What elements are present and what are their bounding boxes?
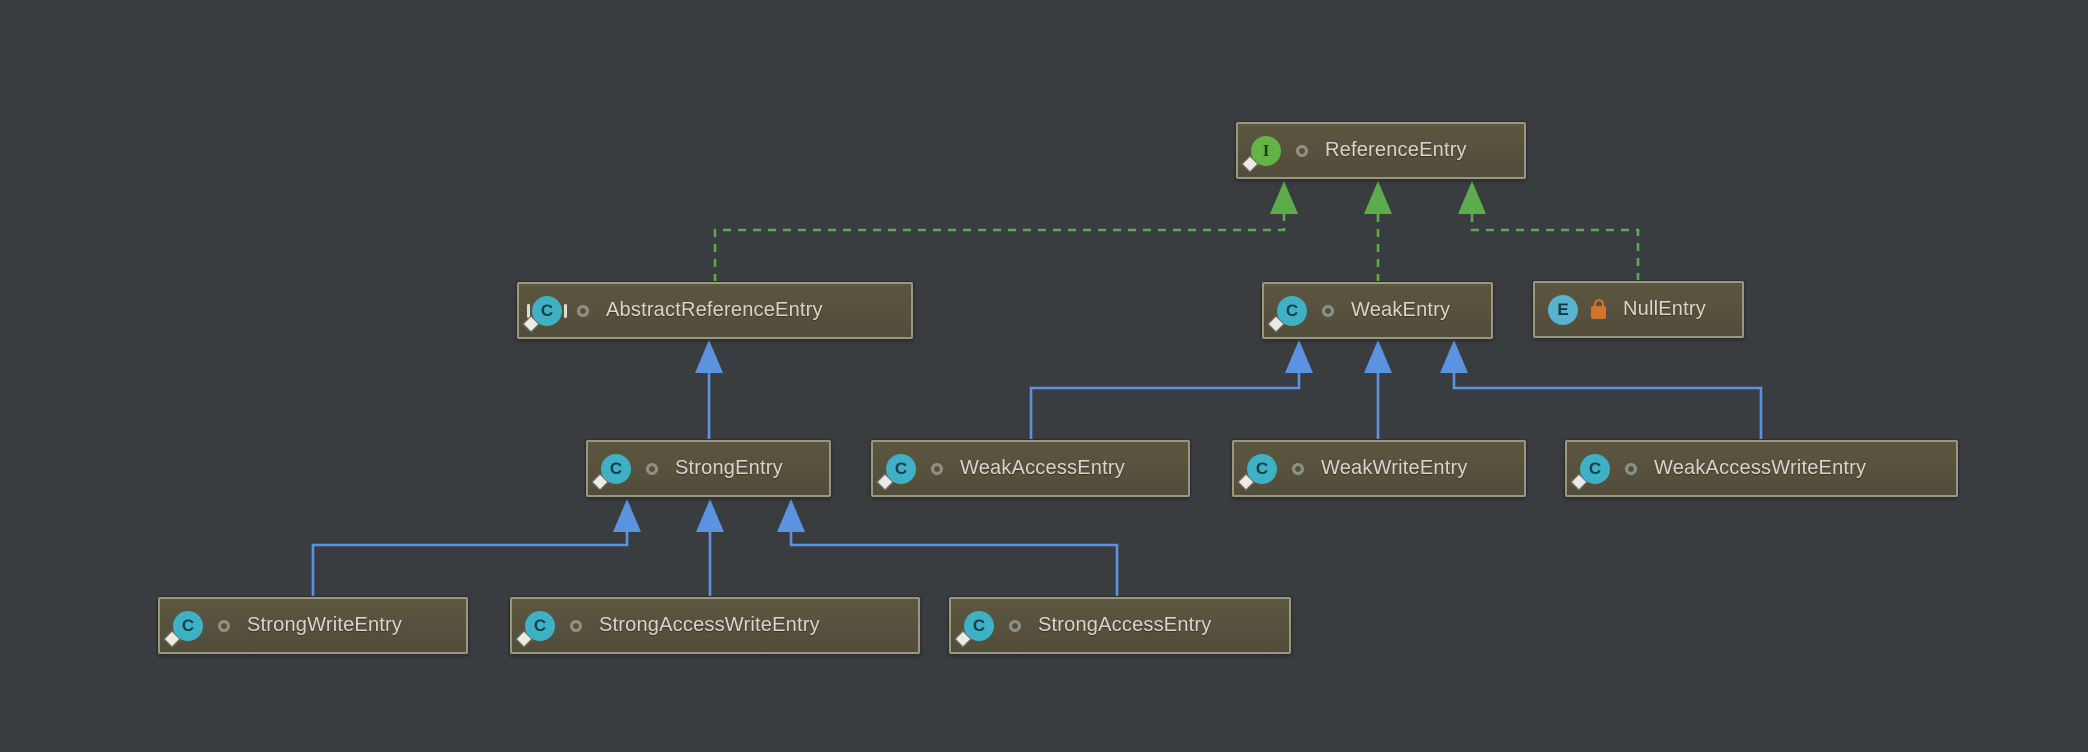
private-lock-icon	[1591, 299, 1606, 319]
extends-arrowhead-icon	[1364, 340, 1392, 373]
diagram-node-abstract-reference-entry[interactable]: C AbstractReferenceEntry	[517, 282, 913, 339]
class-icon: C	[515, 610, 555, 647]
node-label: StrongAccessWriteEntry	[599, 614, 820, 636]
class-icon: C	[163, 610, 203, 647]
edge-StrongWriteEntry-to-StrongEntry[interactable]	[311, 530, 629, 597]
node-label: WeakWriteEntry	[1321, 457, 1468, 479]
diagram-node-null-entry[interactable]: E NullEntry	[1533, 281, 1744, 338]
enum-icon: E	[1548, 294, 1578, 325]
edge-AbstractReferenceEntry-to-ReferenceEntry[interactable]	[713, 214, 1286, 282]
package-visibility-icon	[931, 462, 943, 475]
package-visibility-icon	[646, 462, 658, 475]
implements-arrowhead-icon	[1270, 181, 1298, 214]
diagram-node-weak-access-write-entry[interactable]: C WeakAccessWriteEntry	[1565, 440, 1958, 497]
class-icon-letter: C	[532, 295, 562, 326]
class-icon-letter: C	[886, 453, 916, 484]
node-label: WeakAccessEntry	[960, 457, 1125, 479]
class-icon: C	[591, 453, 631, 490]
package-visibility-icon	[577, 304, 589, 317]
class-icon-letter: C	[1247, 453, 1277, 484]
diagram-node-strong-access-write-entry[interactable]: C StrongAccessWriteEntry	[510, 597, 920, 654]
extends-arrowhead-icon	[696, 499, 724, 532]
extends-arrowhead-icon	[1285, 340, 1313, 373]
package-visibility-icon	[1322, 304, 1334, 317]
extends-arrowhead-icon	[777, 499, 805, 532]
node-label: ReferenceEntry	[1325, 139, 1467, 161]
node-label: WeakAccessWriteEntry	[1654, 457, 1867, 479]
class-icon-letter: C	[173, 610, 203, 641]
interface-icon: I	[1241, 135, 1281, 172]
class-icon: C	[1237, 453, 1277, 490]
implements-arrowhead-icon	[1458, 181, 1486, 214]
diagram-node-weak-access-entry[interactable]: C WeakAccessEntry	[871, 440, 1190, 497]
class-icon-letter: C	[1277, 295, 1307, 326]
edge-WeakAccessWriteEntry-to-WeakEntry[interactable]	[1452, 372, 1763, 440]
class-icon: C	[954, 610, 994, 647]
class-icon: C	[1267, 295, 1307, 332]
extends-arrowhead-icon	[613, 499, 641, 532]
class-icon-letter: C	[601, 453, 631, 484]
edge-StrongAccessEntry-to-StrongEntry[interactable]	[789, 530, 1119, 597]
class-icon-letter: C	[964, 610, 994, 641]
edge-WeakAccessEntry-to-WeakEntry[interactable]	[1029, 372, 1301, 440]
class-icon-letter: C	[525, 610, 555, 641]
package-visibility-icon	[570, 619, 582, 632]
diagram-node-weak-write-entry[interactable]: C WeakWriteEntry	[1232, 440, 1526, 497]
extends-arrowhead-icon	[1440, 340, 1468, 373]
class-icon: C	[876, 453, 916, 490]
package-visibility-icon	[1296, 144, 1308, 157]
diagram-node-strong-entry[interactable]: C StrongEntry	[586, 440, 831, 497]
package-visibility-icon	[1625, 462, 1637, 475]
diagram-node-weak-entry[interactable]: C WeakEntry	[1262, 282, 1493, 339]
node-label: WeakEntry	[1351, 299, 1451, 321]
node-label: StrongWriteEntry	[247, 614, 403, 636]
diagram-node-strong-access-entry[interactable]: C StrongAccessEntry	[949, 597, 1291, 654]
diagram-node-strong-write-entry[interactable]: C StrongWriteEntry	[158, 597, 468, 654]
diagram-node-reference-entry[interactable]: I ReferenceEntry	[1236, 122, 1526, 179]
package-visibility-icon	[1292, 462, 1304, 475]
node-label: NullEntry	[1623, 298, 1706, 320]
class-icon: C	[1570, 453, 1610, 490]
implements-arrowhead-icon	[1364, 181, 1392, 214]
node-label: AbstractReferenceEntry	[606, 299, 823, 321]
extends-arrowhead-icon	[695, 340, 723, 373]
class-icon-letter: C	[1580, 453, 1610, 484]
edge-NullEntry-to-ReferenceEntry[interactable]	[1470, 214, 1640, 281]
interface-icon-letter: I	[1251, 135, 1281, 166]
package-visibility-icon	[1009, 619, 1021, 632]
node-label: StrongEntry	[675, 457, 783, 479]
package-visibility-icon	[218, 619, 230, 632]
node-label: StrongAccessEntry	[1038, 614, 1212, 636]
enum-icon-letter: E	[1548, 294, 1578, 325]
abstract-class-icon: C	[522, 295, 567, 332]
